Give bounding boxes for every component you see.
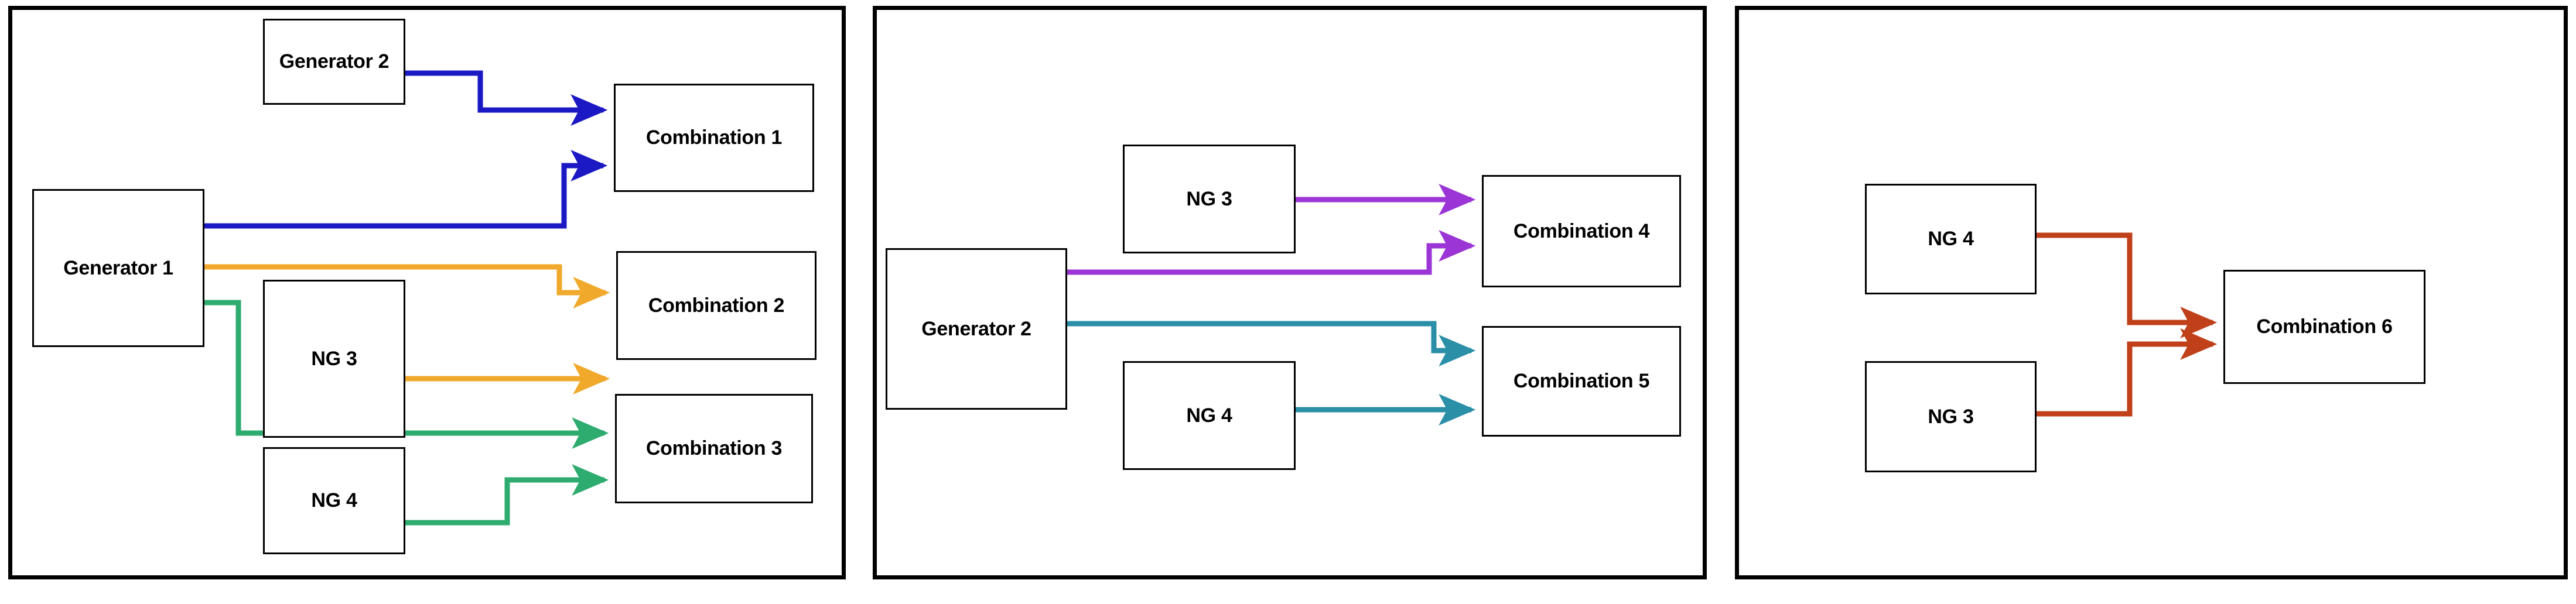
node-p3-ng-3[interactable]: NG 3: [1865, 361, 2037, 472]
node-p2-ng-3[interactable]: NG 3: [1123, 145, 1296, 253]
node-p3-combination-6[interactable]: Combination 6: [2223, 270, 2425, 384]
node-label: Combination 6: [2256, 315, 2393, 338]
node-label: Combination 1: [645, 126, 783, 149]
node-label: Generator 1: [63, 256, 173, 279]
node-label: Combination 2: [648, 294, 785, 317]
node-p2-ng-4[interactable]: NG 4: [1123, 361, 1296, 470]
node-label: NG 4: [1928, 228, 1974, 250]
node-p2-combination-5[interactable]: Combination 5: [1482, 326, 1681, 437]
node-p1-ng-4[interactable]: NG 4: [263, 447, 405, 554]
node-label: NG 3: [1186, 187, 1232, 210]
node-p2-combination-4[interactable]: Combination 4: [1482, 175, 1681, 287]
node-p1-generator-1[interactable]: Generator 1: [32, 189, 204, 347]
node-p1-ng-3[interactable]: NG 3: [263, 280, 405, 438]
node-p1-combination-3[interactable]: Combination 3: [615, 394, 813, 503]
node-label: Generator 2: [921, 317, 1031, 340]
node-label: NG 3: [1928, 405, 1974, 428]
node-p1-combination-2[interactable]: Combination 2: [616, 251, 816, 360]
node-label: Combination 5: [1513, 370, 1650, 392]
node-p1-combination-1[interactable]: Combination 1: [614, 84, 814, 192]
node-label: Combination 3: [645, 437, 783, 459]
node-label: Combination 4: [1513, 219, 1650, 242]
node-p1-generator-2[interactable]: Generator 2: [263, 19, 405, 105]
node-label: NG 4: [311, 489, 357, 512]
node-p3-ng-4[interactable]: NG 4: [1865, 184, 2037, 294]
node-p2-generator-2[interactable]: Generator 2: [886, 248, 1067, 410]
node-label: Generator 2: [279, 50, 390, 73]
node-label: NG 3: [311, 347, 357, 370]
panel-combination-group-3: [1735, 6, 2568, 579]
node-label: NG 4: [1186, 404, 1232, 427]
